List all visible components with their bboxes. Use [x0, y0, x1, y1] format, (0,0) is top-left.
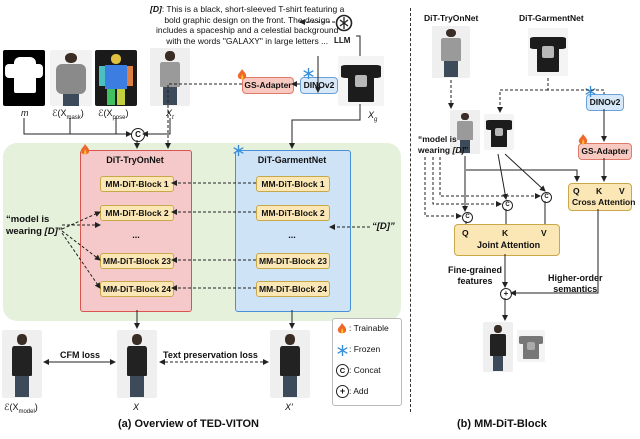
description-line-1: : This is a black, short-sleeved T-shirt…: [161, 4, 345, 14]
legend-add: : Add: [349, 386, 369, 396]
description-line-3: includes a spaceship and a celestial bac…: [155, 25, 339, 35]
right-garment-image-2: [484, 114, 514, 150]
tryon-block-ellipsis: ...: [132, 230, 140, 240]
right-tryonnet-title: DiT-TryOnNet: [424, 13, 479, 23]
label-xt: Xt: [166, 108, 174, 121]
legend-frozen: : Frozen: [349, 344, 381, 354]
masked-person-image: [50, 50, 92, 106]
label-model-latent: ℰ(Xmodel): [4, 402, 38, 415]
trainable-flame-icon: [237, 68, 247, 80]
joint-v: V: [541, 228, 547, 238]
legend-trainable: : Trainable: [349, 323, 389, 333]
right-concat-2: C: [502, 200, 513, 211]
right-concat-3: C: [541, 192, 552, 203]
right-dinov2-box: DINOv2: [586, 94, 624, 111]
joint-attention-label: Joint Attention: [477, 240, 541, 250]
legend-flame-icon: [337, 322, 347, 334]
right-garment-image: [528, 28, 568, 76]
prompt-right: “[D]”: [372, 221, 395, 232]
cross-q: Q: [573, 186, 580, 196]
garment-description: [D]: This is a black, short-sleeved T-sh…: [150, 4, 344, 46]
output-x-prime-image: [270, 330, 310, 398]
joint-k: K: [502, 228, 509, 238]
caption-a: (a) Overview of TED-VITON: [118, 418, 259, 430]
label-m: m: [21, 108, 29, 118]
prompt-left: “model is wearing [D]”: [6, 214, 63, 237]
legend-snowflake-icon: [337, 343, 348, 356]
cross-k: K: [596, 186, 603, 196]
higher-order-label: Higher-order semantics: [548, 273, 603, 294]
description-line-4: with the words "GALAXY" in large letters…: [166, 35, 329, 46]
label-pose-latent: ℰ(Xpose): [98, 108, 129, 121]
garment-block-23: MM-DiT-Block 23: [256, 253, 330, 269]
pose-image: [95, 50, 137, 106]
fine-grained-label: Fine-grained features: [448, 265, 503, 286]
caption-b: (b) MM-DiT-Block: [457, 418, 547, 430]
label-x-prime: X′: [285, 402, 293, 412]
right-person-image: [432, 26, 470, 78]
panel-divider: [410, 8, 411, 412]
output-x-image: [117, 330, 157, 398]
right-output-garment-image: [517, 330, 545, 362]
joint-attention-box: [454, 224, 560, 256]
garment-image: [338, 56, 384, 106]
right-gs-adapter-box: GS-Adapter: [578, 143, 632, 160]
label-x: X: [133, 402, 140, 412]
garment-block-2: MM-DiT-Block 2: [256, 205, 330, 221]
right-person-image-2: [450, 110, 480, 154]
label-mask-latent: ℰ(Xmask): [52, 108, 84, 121]
dinov2-box: DINOv2: [300, 77, 338, 94]
target-person-image: [150, 48, 190, 106]
right-flame-icon: [578, 133, 588, 145]
text-preservation-loss-label: Text preservation loss: [163, 350, 258, 360]
frozen-snowflake-icon: [303, 66, 314, 79]
mask-image: [3, 50, 45, 106]
label-xg: Xg: [368, 110, 378, 123]
description-line-2: bold graphic design on the front. The de…: [164, 14, 331, 25]
legend-concat: : Concat: [349, 365, 381, 375]
cross-attention-label: Cross Attention: [572, 197, 636, 207]
legend-concat-symbol: C: [336, 364, 349, 377]
tryon-block-23: MM-DiT-Block 23: [100, 253, 174, 269]
right-concat-1: C: [462, 212, 473, 223]
tryonnet-title: DiT-TryOnNet: [106, 155, 164, 165]
llm-icon: [335, 14, 353, 32]
right-prompt: “model is wearing [D]”: [418, 134, 469, 155]
cross-attention-box: [568, 183, 632, 211]
frozen-snowflake-icon: [233, 143, 244, 156]
cfm-loss-label: CFM loss: [60, 350, 101, 360]
right-garmentnet-title: DiT-GarmentNet: [519, 13, 584, 23]
cross-v: V: [619, 186, 625, 196]
model-latent-image: [2, 330, 42, 398]
garment-block-1: MM-DiT-Block 1: [256, 176, 330, 192]
garment-block-24: MM-DiT-Block 24: [256, 281, 330, 297]
description-tag: [D]: [150, 4, 162, 14]
garmentnet-title: DiT-GarmentNet: [257, 155, 327, 165]
legend-add-symbol: +: [336, 385, 349, 398]
llm-label: LLM: [334, 36, 351, 45]
garment-block-ellipsis: ...: [288, 230, 296, 240]
joint-q: Q: [462, 228, 469, 238]
right-output-person-image: [483, 322, 513, 372]
trainable-flame-icon: [80, 143, 90, 155]
